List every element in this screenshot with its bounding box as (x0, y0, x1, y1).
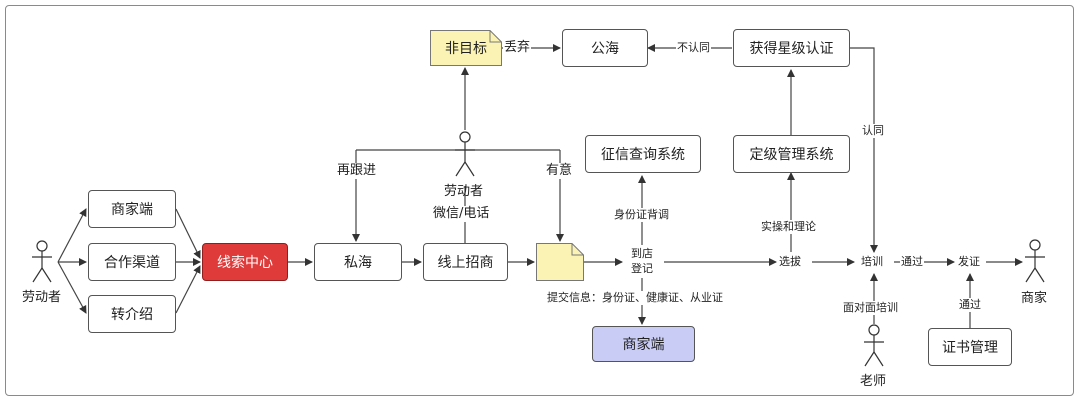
edge-shangjia-to-center (175, 208, 201, 259)
node-zhengshu-guanli[interactable]: 证书管理 (928, 328, 1012, 366)
label-peixun: 培训 (860, 255, 884, 269)
label-tijiao-xinxi: 提交信息：身份证、健康证、从业证 (546, 291, 724, 305)
diagram-frame (5, 5, 1074, 396)
note-shape (430, 30, 502, 66)
label-zaigenjin: 再跟进 (336, 163, 378, 179)
label-weixin-dianhua: 微信/电话 (432, 206, 491, 222)
label-shenfenzheng-beidiao: 身份证背调 (613, 208, 670, 222)
node-youyi-note[interactable] (536, 243, 584, 281)
actor-merchant-figure (1025, 239, 1045, 283)
label-bu-rentong: 不认同 (676, 41, 711, 55)
label-tongguo2: 通过 (958, 298, 982, 312)
edge-huode-to-peixun (850, 47, 878, 253)
label-daodian: 到店 (630, 247, 654, 261)
edge-actor-to-zhuanjieshao (57, 261, 87, 314)
label-tongguo1: 通过 (900, 255, 924, 269)
actor-left-figure (32, 240, 52, 283)
label-xuanba: 选拔 (778, 255, 802, 269)
node-zhengxin-chaxun[interactable]: 征信查询系统 (585, 135, 701, 173)
label-diuqi: 丢弃 (503, 40, 532, 56)
label-fazheng: 发证 (957, 255, 981, 269)
node-hezuo-qudao[interactable]: 合作渠道 (88, 243, 176, 281)
actor-middle-label: 劳动者 (444, 184, 484, 199)
actor-teacher-figure (864, 324, 884, 367)
edge-zhuan-to-center (175, 265, 201, 314)
note-shape (536, 243, 584, 281)
actor-teacher-label: 老师 (860, 374, 887, 389)
label-rentong: 认同 (861, 124, 885, 138)
node-sihai[interactable]: 私海 (314, 243, 402, 281)
node-xianshang-zhaoshang[interactable]: 线上招商 (423, 243, 508, 281)
actor-middle-figure (455, 131, 475, 177)
label-youyi: 有意 (545, 163, 574, 179)
actor-left-label: 劳动者 (22, 290, 62, 305)
node-shangjia-duan[interactable]: 商家端 (88, 190, 176, 228)
node-dingji-guanli[interactable]: 定级管理系统 (733, 135, 850, 173)
node-huode-xingji[interactable]: 获得星级认证 (733, 29, 850, 67)
node-gonghai[interactable]: 公海 (562, 29, 648, 67)
node-shangjia-duan-bottom[interactable]: 商家端 (592, 326, 695, 362)
feimubiao-text: 非目标 (445, 41, 487, 57)
label-shicao-lilun: 实操和理论 (760, 220, 817, 234)
node-feimubiao-note[interactable]: 非目标 (430, 30, 502, 66)
actor-merchant-label: 商家 (1021, 291, 1048, 306)
label-dengji: 登记 (630, 262, 654, 276)
node-xiansuo-zhongxin[interactable]: 线索中心 (202, 243, 288, 281)
label-mianduimian: 面对面培训 (842, 301, 899, 315)
node-zhuan-jieshao[interactable]: 转介绍 (88, 295, 176, 333)
edge-actor-to-shangjia (57, 208, 87, 263)
